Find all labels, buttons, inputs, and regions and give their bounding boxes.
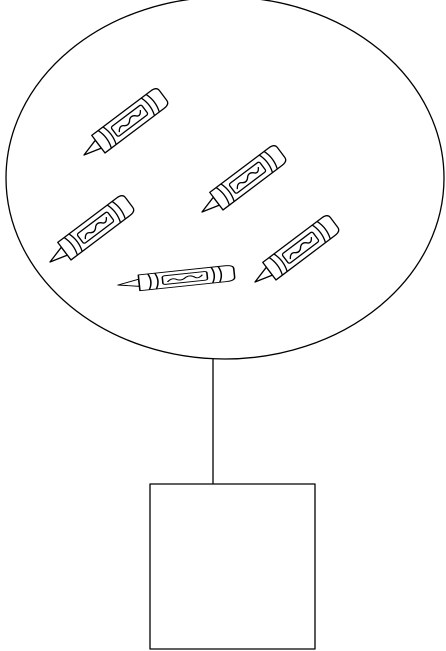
box-rectangle (150, 484, 315, 649)
group-ellipse (6, 0, 444, 359)
